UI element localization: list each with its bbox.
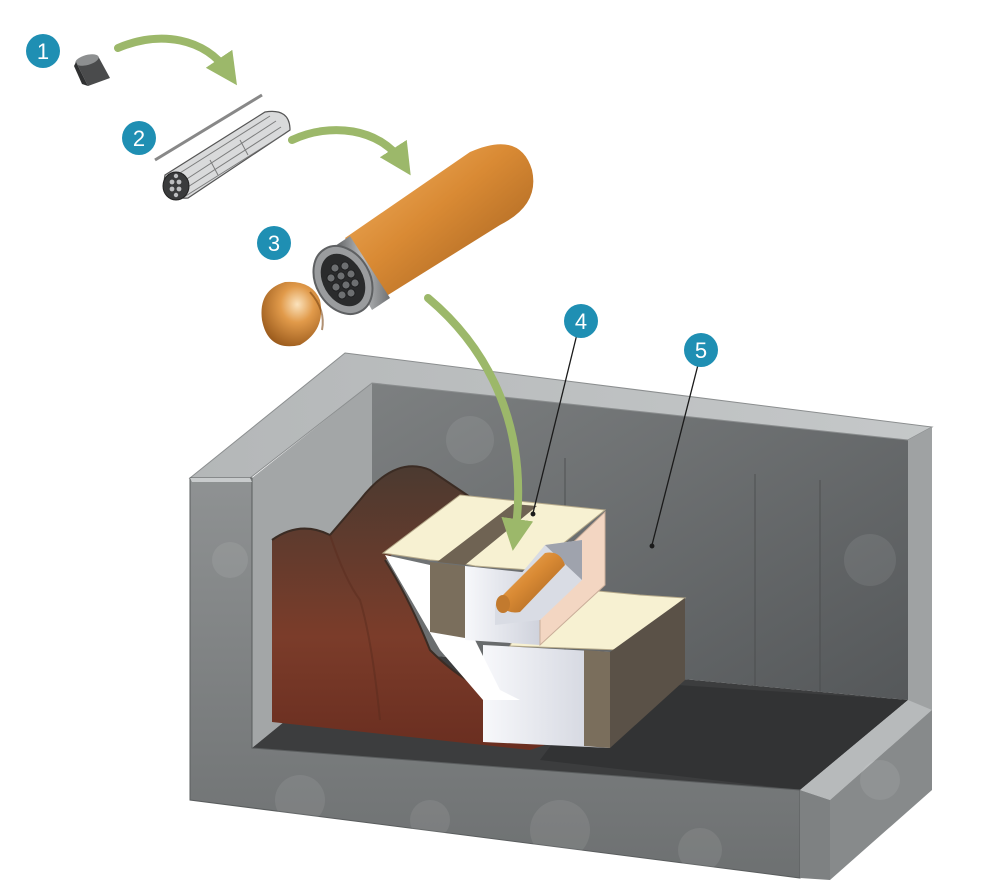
copper-canister bbox=[261, 144, 534, 347]
badge-4: 4 bbox=[564, 304, 598, 338]
leader-lines bbox=[530, 329, 701, 549]
svg-text:2: 2 bbox=[133, 126, 145, 151]
svg-text:3: 3 bbox=[268, 231, 280, 256]
process-arrows bbox=[114, 34, 534, 551]
svg-text:4: 4 bbox=[575, 309, 587, 334]
svg-text:1: 1 bbox=[37, 39, 49, 64]
arrow-1-to-2 bbox=[114, 34, 237, 86]
svg-text:5: 5 bbox=[695, 338, 707, 363]
badge-5: 5 bbox=[684, 333, 718, 367]
badge-1: 1 bbox=[26, 34, 60, 68]
badge-3: 3 bbox=[257, 226, 291, 260]
canister-in-cavity bbox=[500, 552, 565, 613]
badge-2: 2 bbox=[122, 121, 156, 155]
canister-body bbox=[345, 144, 534, 300]
arrow-2-to-3 bbox=[288, 126, 411, 176]
concrete-texture bbox=[212, 416, 900, 872]
canister-lid bbox=[261, 281, 322, 347]
arrow-3-to-4 bbox=[424, 294, 534, 551]
fuel-assembly bbox=[154, 93, 291, 201]
buffer-blocks bbox=[381, 494, 687, 748]
fuel-pellet bbox=[74, 54, 110, 86]
lower-block-front bbox=[483, 645, 610, 748]
rock-mass bbox=[272, 466, 545, 750]
